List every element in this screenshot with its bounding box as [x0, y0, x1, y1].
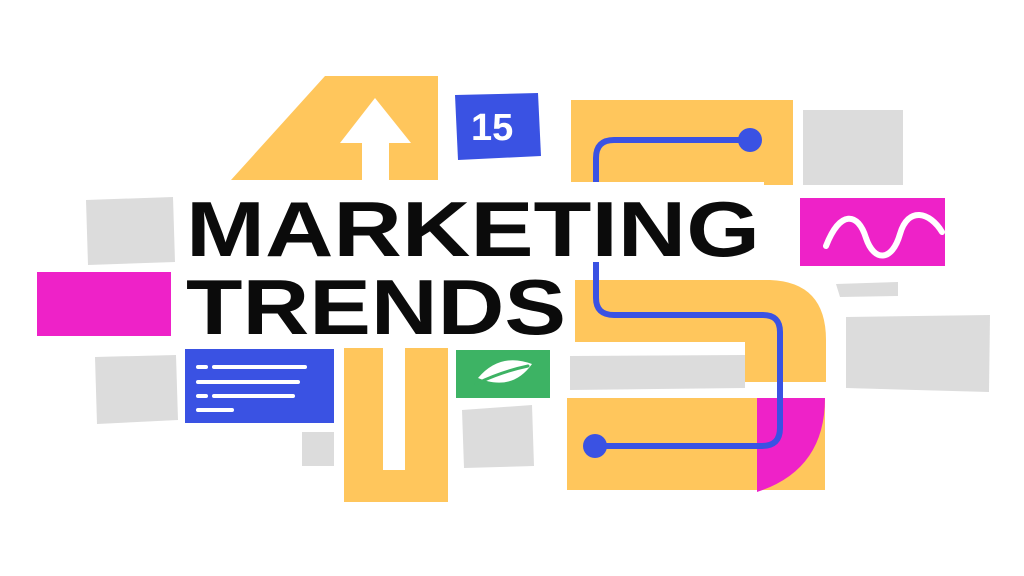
- badge-number: 15: [471, 107, 513, 149]
- yellow-s-shape: [575, 280, 826, 382]
- yellow-arrow-shape: [231, 76, 438, 180]
- gray-tile: [836, 282, 898, 297]
- gray-tile: [462, 405, 534, 468]
- winding-path-line: [592, 137, 783, 449]
- magenta-shapes: [37, 198, 945, 336]
- number-badge: [455, 93, 541, 160]
- gray-tile: [803, 110, 903, 185]
- gray-tile: [846, 315, 990, 392]
- blue-shapes: 15: [185, 93, 783, 458]
- headline-backing: [182, 264, 572, 342]
- gray-tile: [86, 197, 175, 265]
- gray-tile: [302, 432, 334, 466]
- headline-backing: [182, 182, 764, 262]
- headline-line-1: MARKETING: [186, 185, 760, 273]
- gray-tiles: [86, 110, 990, 468]
- leaf-icon: [474, 360, 532, 386]
- path-dot-icon: [738, 128, 762, 152]
- arrow-up-icon: [340, 98, 411, 180]
- magenta-left-tile: [37, 272, 171, 336]
- gray-tile: [570, 355, 745, 390]
- magenta-wave-tile: [800, 198, 945, 266]
- squiggle-line-icon: [823, 212, 945, 259]
- gray-tile: [95, 355, 178, 424]
- magenta-quarter-shape: [757, 398, 825, 492]
- headline-line-2: TRENDS: [186, 263, 566, 351]
- path-dot-icon: [583, 434, 607, 458]
- leaf-tile: [456, 350, 550, 398]
- text-lines-icon: [196, 365, 307, 412]
